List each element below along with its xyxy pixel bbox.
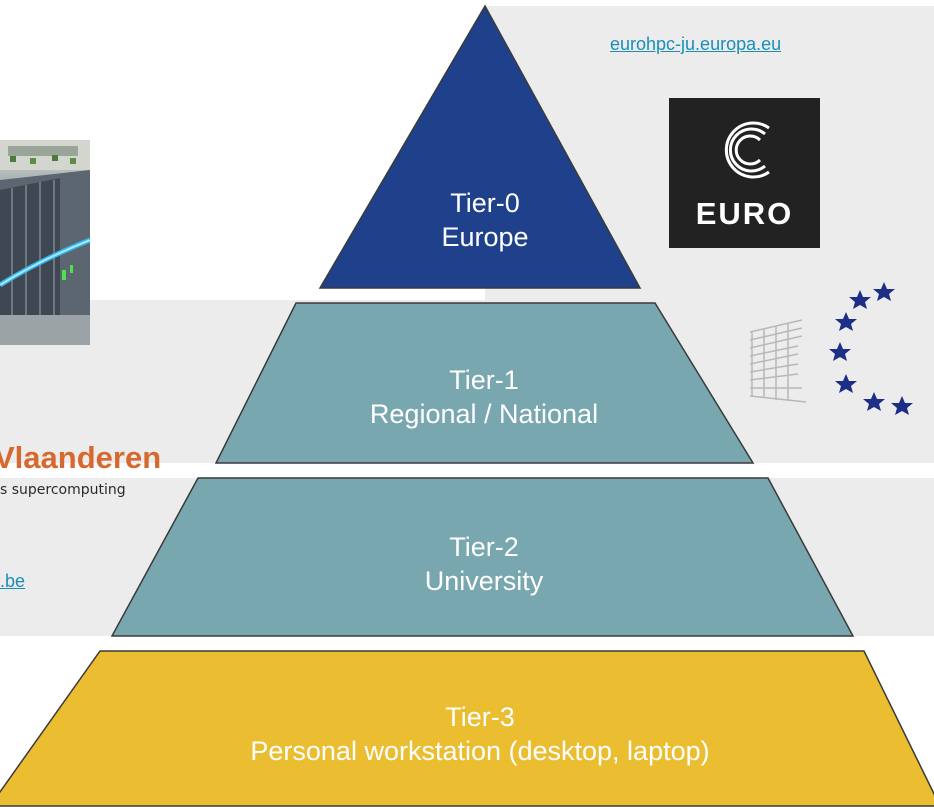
tier-0-name: Tier-0	[450, 188, 520, 218]
tier-1-shape	[214, 302, 755, 464]
vsc-logo-title: Vlaanderen	[0, 440, 162, 475]
eurohpc-logo-word: EURO	[695, 196, 794, 231]
tier-0-scope: Europe	[441, 222, 529, 252]
vsc-link[interactable]: .be	[0, 571, 26, 591]
eurohpc-link[interactable]: eurohpc-ju.europa.eu	[610, 34, 782, 54]
eu-flag-stars-icon	[749, 282, 913, 415]
vsc-logo-subtitle: s supercomputing	[0, 482, 126, 498]
tier-3-shape	[0, 650, 934, 807]
band-gap	[0, 463, 934, 478]
tier-2-label: Tier-2 University	[284, 530, 684, 598]
supercomputer-photo	[0, 140, 90, 345]
tier-3-name: Tier-3	[445, 702, 515, 732]
tier-2-shape	[110, 477, 855, 637]
tier-2-name: Tier-2	[449, 532, 519, 562]
tier-3-label: Tier-3 Personal workstation (desktop, la…	[130, 700, 830, 768]
tier-1-scope: Regional / National	[369, 399, 599, 429]
tier-0-shape	[318, 4, 642, 289]
tier-1-name: Tier-1	[449, 365, 519, 395]
tier-0-label: Tier-0 Europe	[380, 186, 590, 254]
eurohpc-logo-icon: EURO	[669, 98, 820, 248]
tier-1-label: Tier-1 Regional / National	[284, 363, 684, 431]
tier-2-scope: University	[424, 566, 544, 596]
tier-3-scope: Personal workstation (desktop, laptop)	[250, 736, 710, 766]
